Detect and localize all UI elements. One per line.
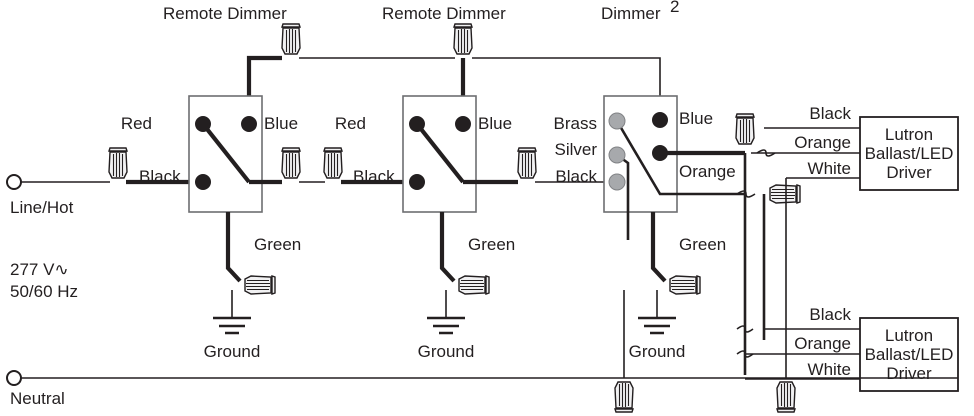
load-lutron-ballast-2[interactable] [859,317,959,392]
terminal-blue-3 [652,112,668,128]
wire-nut-black-1 [281,147,301,179]
wire-nut-blue-1 [281,23,301,55]
wire-blue-dimmer1-up [246,55,282,104]
wire-nut-ground-3 [669,275,701,295]
load-1-line-3: Driver [886,163,932,182]
terminal-silver [608,146,626,164]
wire-nut-neutral-2 [776,381,796,413]
title-remote-dimmer-2: Remote Dimmer [382,4,506,23]
terminal-label-silver: Silver [554,140,597,159]
wire-nut-black-riser [769,184,801,204]
terminal-label-blue-3: Blue [679,109,713,128]
terminal-red-2 [409,116,425,132]
wire-nut-black-3 [517,147,537,179]
wire-jog-3 [736,325,754,333]
wire-jog-4 [736,350,754,358]
label-green-1: Green [254,235,301,254]
title-dimmer-3: Dimmer 2 [601,0,679,23]
load-2-line-1: Lutron [885,326,933,345]
wire-nut-linehot [108,147,128,179]
title-dimmer-3-text: Dimmer [601,4,661,23]
wire-nut-orange-top [735,113,755,145]
terminal-red-1 [195,116,211,132]
terminal-label-red-2: Red [335,114,366,133]
terminal-black-1 [195,174,211,190]
lead-label-white-1: White [808,159,851,178]
terminal-black-2 [409,174,425,190]
label-voltage: 277 V∿ [10,260,69,279]
label-green-3: Green [679,235,726,254]
terminal-blue-1 [241,116,257,132]
lead-label-orange-1: Orange [794,133,851,152]
switch-blade-2 [415,122,465,184]
terminal-line-hot [6,174,22,190]
label-ground-2: Ground [418,342,475,361]
terminal-label-orange-3: Orange [679,162,736,181]
terminal-label-red-1: Red [121,114,152,133]
lead-label-black-1: Black [809,104,851,123]
wire-nut-ground-1 [244,275,276,295]
wire-nut-neutral-1 [614,381,634,413]
label-line-hot: Line/Hot [10,198,74,217]
ground-symbol-1 [213,316,251,335]
load-2-line-2: Ballast/LED [865,345,954,364]
load-1-line-1: Lutron [885,125,933,144]
ground-symbol-2 [427,316,465,335]
terminal-label-blue-1: Blue [264,114,298,133]
label-ground-3: Ground [629,342,686,361]
title-dimmer-3-superscript: 2 [670,0,679,16]
lead-label-orange-2: Orange [794,334,851,353]
terminal-neutral [6,370,22,386]
label-ground-1: Ground [204,342,261,361]
load-2-line-3: Driver [886,364,932,383]
label-frequency: 50/60 Hz [10,282,78,301]
terminal-black-3 [608,173,626,191]
title-remote-dimmer-1: Remote Dimmer [163,4,287,23]
wire-green-3 [650,212,667,283]
terminal-blue-2 [455,116,471,132]
terminal-label-black-1: Black [139,167,181,186]
wire-green-2 [439,212,456,283]
terminal-label-brass: Brass [554,114,597,133]
load-1-line-2: Ballast/LED [865,144,954,163]
switch-blade-3 [615,120,745,196]
wire-nut-black-2 [323,147,343,179]
device-remote-dimmer-1[interactable] [188,95,263,213]
terminal-label-blue-2: Blue [478,114,512,133]
wire-nut-ground-2 [458,275,490,295]
wire-green-1 [225,212,242,283]
label-black-bus-2: Black [353,167,395,186]
terminal-brass [608,112,626,130]
label-neutral: Neutral [10,389,65,408]
lead-label-white-2: White [808,360,851,379]
label-green-2: Green [468,235,515,254]
wire-jog-2 [736,190,756,198]
lead-label-black-2: Black [809,305,851,324]
wire-nut-blue-2 [453,23,473,55]
ground-symbol-3 [638,316,676,335]
switch-blade-1 [201,122,251,184]
terminal-label-black-3: Black [555,167,597,186]
